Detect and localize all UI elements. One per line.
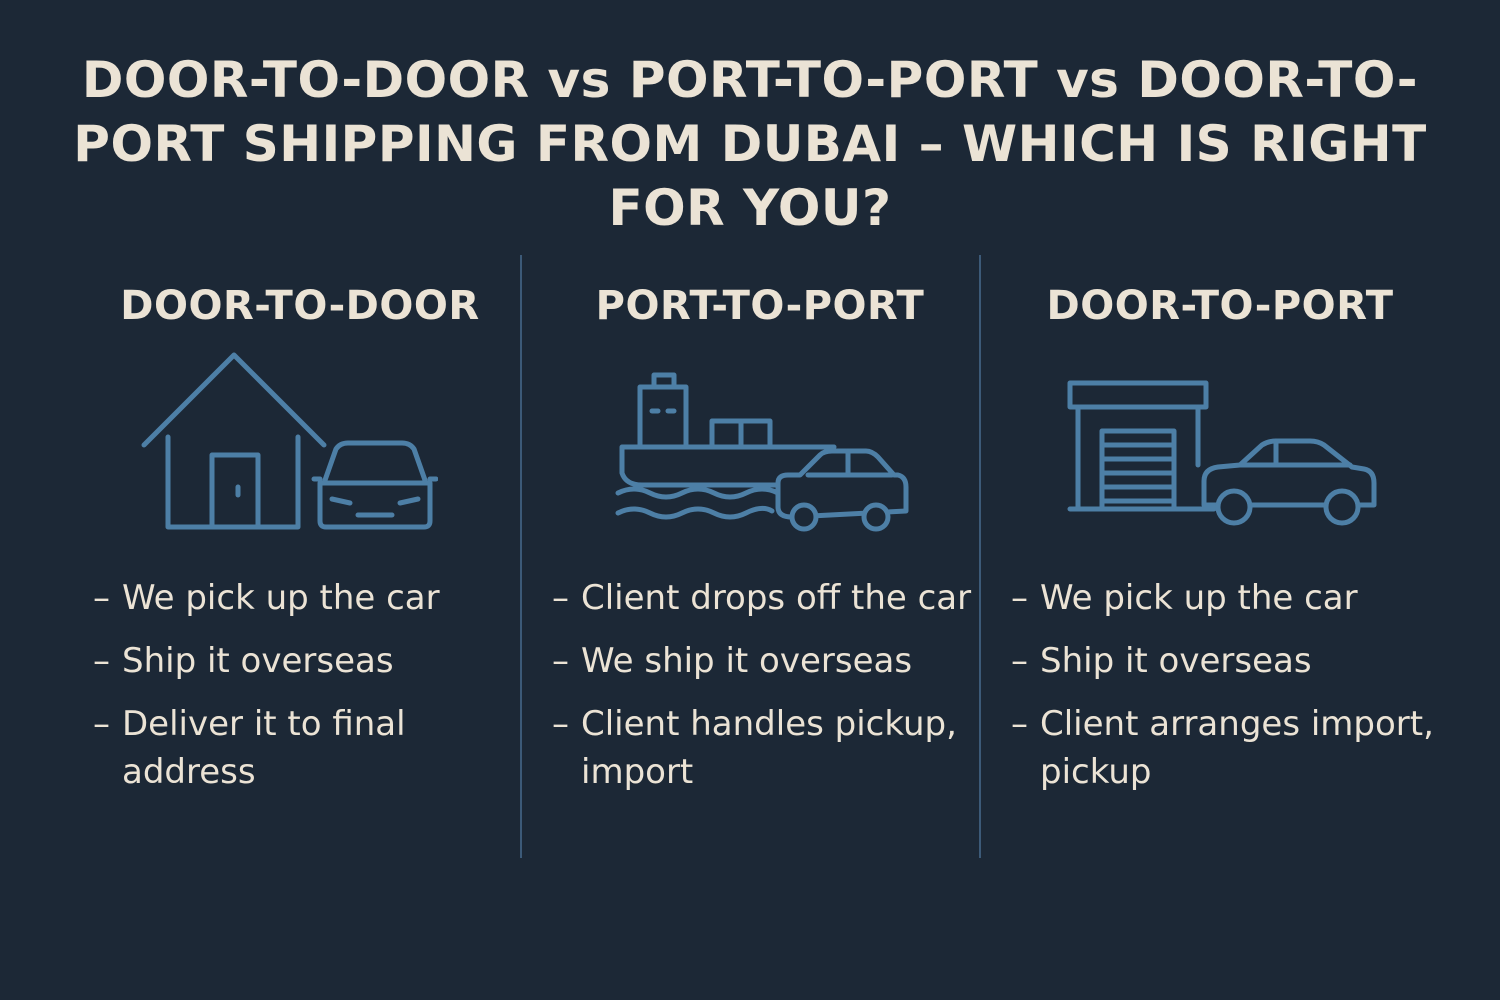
list-item-text: We pick up the car	[122, 578, 440, 618]
list-item-text: We pick up the car	[1040, 578, 1358, 618]
list-item: –We pick up the car	[93, 574, 508, 622]
list-item-text: We ship it overseas	[581, 641, 913, 681]
bullet-marker: –	[552, 641, 569, 681]
door-to-door-heading: DOOR-TO-DOOR	[120, 283, 480, 329]
list-item: –Client drops off the car	[552, 574, 977, 622]
cargo-ship-and-car-icon	[612, 345, 912, 545]
port-to-port-heading: PORT-TO-PORT	[595, 283, 925, 329]
list-item: –We pick up the car	[1011, 574, 1451, 622]
page-title: DOOR-TO-DOOR vs PORT-TO-PORT vs DOOR-TO-…	[73, 51, 1427, 237]
list-item-text: Client drops off the car	[581, 578, 972, 618]
list-item-text: Client arranges import, pickup	[1040, 704, 1434, 792]
list-item: –Deliver it to final address	[93, 700, 508, 796]
list-item: –Ship it overseas	[93, 637, 508, 685]
bullet-marker: –	[1011, 641, 1028, 681]
bullet-marker: –	[1011, 704, 1028, 744]
column-divider	[520, 255, 522, 858]
list-item: –Client handles pickup, import	[552, 700, 977, 796]
bullet-marker: –	[552, 578, 569, 618]
list-item-text: Ship it overseas	[1040, 641, 1312, 681]
door-to-port-list: –We pick up the car –Ship it overseas –C…	[1011, 574, 1451, 811]
list-item-text: Client handles pickup, import	[581, 704, 957, 792]
bullet-marker: –	[552, 704, 569, 744]
bullet-marker: –	[93, 641, 110, 681]
list-item-text: Ship it overseas	[122, 641, 394, 681]
house-and-car-icon	[138, 345, 438, 535]
warehouse-and-car-icon	[1064, 345, 1384, 535]
list-item: –Client arranges import, pickup	[1011, 700, 1451, 796]
bullet-marker: –	[1011, 578, 1028, 618]
door-to-door-list: –We pick up the car –Ship it overseas –D…	[93, 574, 508, 811]
list-item: –We ship it overseas	[552, 637, 977, 685]
door-to-port-heading: DOOR-TO-PORT	[1046, 283, 1394, 329]
column-divider	[979, 255, 981, 858]
bullet-marker: –	[93, 704, 110, 744]
bullet-marker: –	[93, 578, 110, 618]
list-item: –Ship it overseas	[1011, 637, 1451, 685]
port-to-port-list: –Client drops off the car –We ship it ov…	[552, 574, 977, 811]
list-item-text: Deliver it to final address	[122, 704, 406, 792]
